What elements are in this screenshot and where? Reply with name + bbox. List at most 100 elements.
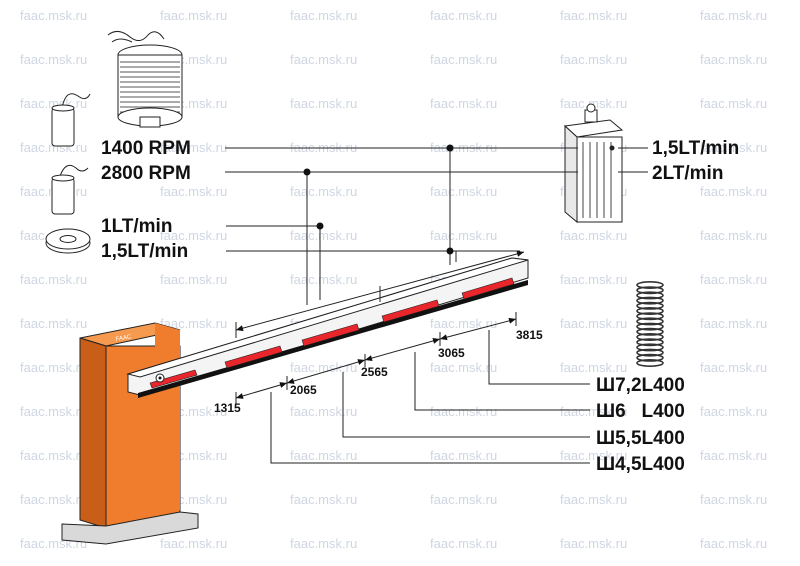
watermark-text: faac.msk.ru [160,228,227,243]
dimension-arrowhead [236,325,244,332]
watermark-text: faac.msk.ru [290,184,357,199]
watermark-text: faac.msk.ru [700,448,767,463]
watermark-text: faac.msk.ru [20,404,87,419]
watermark-text: faac.msk.ru [20,448,87,463]
watermark-text: faac.msk.ru [560,316,627,331]
watermark-text: faac.msk.ru [700,52,767,67]
spring-coil [636,291,664,300]
dimension-arrowhead [287,378,295,384]
spring-coil [636,332,664,341]
watermark-text: faac.msk.ru [160,316,227,331]
spring-coil [636,280,664,289]
watermark-text: faac.msk.ru [700,404,767,419]
spring-coil [636,353,664,362]
dimension-line [364,338,441,361]
spring-coil [636,317,664,326]
watermark-text: faac.msk.ru [20,492,87,507]
spring-icon [636,280,664,367]
motor-speed-label: 2800 RPM [101,163,191,184]
spring-coil [636,358,664,367]
watermark-text: faac.msk.ru [290,96,357,111]
watermark-text: faac.msk.ru [290,536,357,551]
watermark-text: faac.msk.ru [160,536,227,551]
watermark-text: faac.msk.ru [20,360,87,375]
watermark-text: faac.msk.ru [700,8,767,23]
watermark-text: faac.msk.ru [560,448,627,463]
watermark-text: faac.msk.ru [430,360,497,375]
watermark-text: faac.msk.ru [290,448,357,463]
spring-leader-lines [270,330,590,464]
watermark-text: faac.msk.ru [430,536,497,551]
motor-speed-label: 1400 RPM [101,138,191,159]
spring-coil [636,296,664,305]
watermark-text: faac.msk.ru [700,96,767,111]
dimension-line [439,318,517,340]
watermark-text: faac.msk.ru [20,316,87,331]
spring-coil [636,286,664,295]
barrier-housing: FAAC [61,322,199,545]
length-label: 3815 [516,328,543,342]
hydraulic-unit-icon [563,103,624,224]
dimension-arrowhead [236,393,244,399]
spring-coil [636,327,664,336]
junction-dots [303,144,454,255]
watermark-text: faac.msk.ru [20,272,87,287]
watermark-text: faac.msk.ru [700,272,767,287]
watermark-text: faac.msk.ru [700,140,767,155]
watermark-text: faac.msk.ru [290,360,357,375]
spring-label: Ш4,5L400 [596,454,685,475]
barrier-boom [126,257,529,398]
watermark-text: faac.msk.ru [430,448,497,463]
dimension-line [286,359,366,384]
dimension-arrowhead [279,382,287,388]
watermark-text: faac.msk.ru [160,184,227,199]
watermark-text: faac.msk.ru [160,8,227,23]
unit-flow-label: 2LT/min [652,163,723,184]
dimension-arrowhead [508,317,516,324]
length-label: 2065 [290,383,317,397]
watermark-text: faac.msk.ru [430,228,497,243]
dimension-lines [235,250,525,404]
watermark-text: faac.msk.ru [430,96,497,111]
spring-coil [636,301,664,310]
length-label: 3065 [438,346,465,360]
spring-coil [636,338,664,347]
spring-coil [636,306,664,315]
dimension-arrowhead [516,250,524,257]
pump-flow-label: 1,5LT/min [101,241,188,262]
spring-label: Ш5,5L400 [596,428,685,449]
spring-coil [636,343,664,352]
capacitor-icon [51,164,89,215]
watermark-text: faac.msk.ru [430,404,497,419]
spring-coil [636,348,664,357]
watermark-text: faac.msk.ru [700,360,767,375]
watermark-text: faac.msk.ru [430,52,497,67]
watermark-text: faac.msk.ru [560,360,627,375]
watermark-text: faac.msk.ru [700,536,767,551]
svg-text:FAAC: FAAC [115,334,132,343]
watermark-text: faac.msk.ru [290,52,357,67]
spring-coil [636,322,664,331]
spring-label: Ш6 L400 [596,401,685,422]
watermark-text: faac.msk.ru [430,316,497,331]
watermark-text: faac.msk.ru [700,228,767,243]
watermark-text: faac.msk.ru [560,52,627,67]
dimension-arrowhead [365,355,373,362]
watermark-text: faac.msk.ru [160,272,227,287]
watermark-text: faac.msk.ru [290,228,357,243]
watermark-text: faac.msk.ru [560,8,627,23]
dimension-arrowhead [440,334,448,341]
dimension-arrowhead [432,337,440,344]
top-connector-lines [225,147,648,305]
length-label: 2565 [361,365,388,379]
watermark-text: faac.msk.ru [290,404,357,419]
watermark-text: faac.msk.ru [20,8,87,23]
watermark-text: faac.msk.ru [560,536,627,551]
watermark-text: faac.msk.ru [290,492,357,507]
watermark-text: faac.msk.ru [560,492,627,507]
watermark-text: faac.msk.ru [700,492,767,507]
length-labels: 1315 2065 2565 3065 3815 [214,328,543,415]
watermark-text: faac.msk.ru [290,272,357,287]
watermark-text: faac.msk.ru [560,272,627,287]
